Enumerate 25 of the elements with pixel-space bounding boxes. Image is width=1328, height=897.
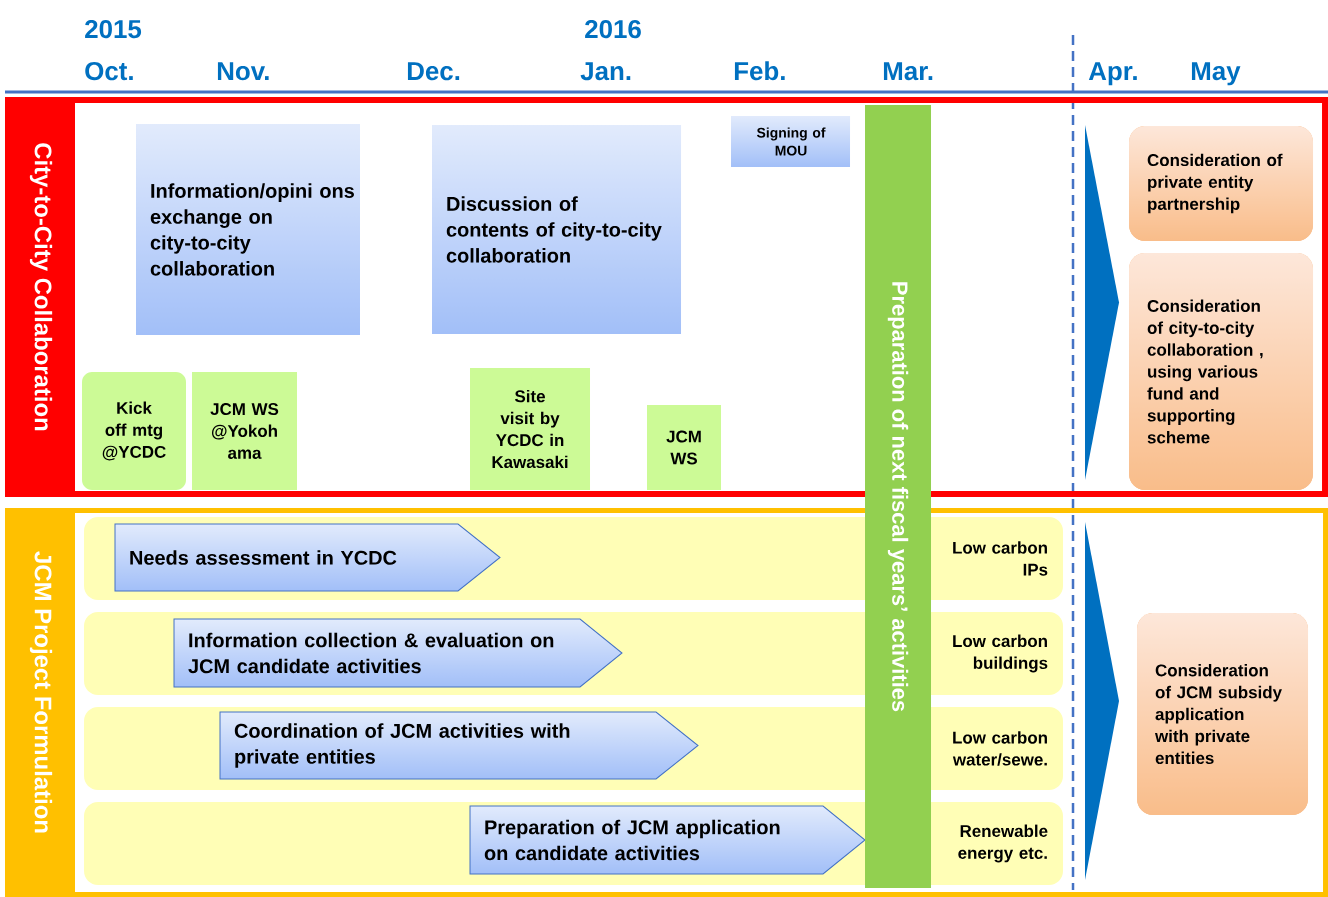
task-box: Needs assessment in YCDC	[114, 523, 501, 592]
month-label: Oct.	[85, 61, 133, 81]
task-box: Coordination of JCM activities with private entities	[219, 711, 699, 780]
month-label: Feb.	[734, 61, 785, 81]
event-box: JCM WS @Yokoh ama	[192, 372, 297, 490]
month-label: May	[1191, 62, 1241, 86]
month-label: Jan.	[580, 62, 631, 81]
plan-box: Consideration of JCM subsidy application with private entities	[1137, 613, 1308, 815]
milestone-bar: Preparation of next fiscal years’ activities	[865, 105, 931, 888]
event-box: Site visit by YCDC in Kawasaki	[470, 368, 590, 490]
activity-box: Information/opini ons exchange on city-to-city collaboration	[136, 124, 360, 335]
plan-box: Consideration of city-to-city collaboration , using various fund and supporting scheme	[1129, 253, 1313, 490]
plan-box: Consideration of private entity partnership	[1129, 126, 1313, 241]
month-label: Mar.	[883, 62, 933, 81]
activity-box: Discussion of contents of city-to-city collaboration	[432, 125, 681, 334]
task-box: Preparation of JCM application on candidate activities	[469, 805, 866, 875]
month-label: Nov.	[217, 62, 269, 81]
year-label: 2015	[85, 19, 142, 39]
activity-box: Signing of MOU	[731, 116, 850, 167]
event-box: Kick off mtg @YCDC	[82, 372, 186, 490]
event-box: JCM WS	[647, 405, 721, 490]
month-label: Dec.	[407, 62, 460, 81]
task-box: Information collection & evaluation on JCM candidate activities	[173, 618, 623, 688]
year-label: 2016	[585, 19, 641, 39]
month-label: Apr.	[1088, 62, 1137, 86]
